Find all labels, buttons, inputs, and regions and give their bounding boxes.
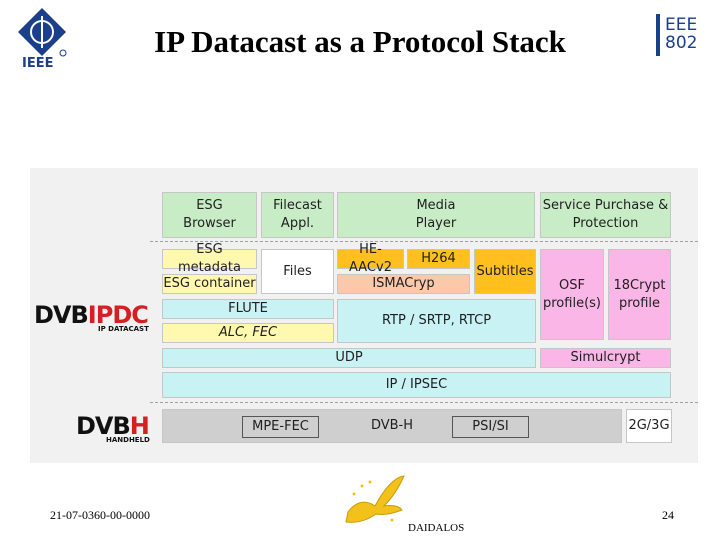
- protocol-stack-diagram: DVBIPDC IP DATACAST DVBH HANDHELD ESG Br…: [30, 168, 698, 463]
- rtp-box: RTP / SRTP, RTCP: [337, 299, 536, 343]
- udp-box: UDP: [162, 348, 536, 368]
- ieee802-logo-bottom: 802: [665, 33, 698, 53]
- ieee802-logo-top: EEE: [665, 15, 698, 35]
- media-player-box: Media Player: [337, 192, 535, 238]
- simulcrypt-box: Simulcrypt: [540, 348, 671, 368]
- filecast-box: Filecast Appl.: [261, 192, 334, 238]
- flute-box: FLUTE: [162, 299, 334, 319]
- page-number: 24: [662, 508, 674, 522]
- esg-metadata-box: ESG metadata: [162, 242, 257, 275]
- separator-line: [150, 402, 698, 403]
- daidalos-logo: [340, 472, 410, 532]
- separator-line: [150, 241, 698, 242]
- crypt18-profile-box: 18Crypt profile: [608, 249, 671, 340]
- ieee-logo-text: IEEE: [22, 56, 54, 71]
- ip-ipsec-box: IP / IPSEC: [162, 372, 671, 398]
- footer-daidalos: DAIDALOS: [408, 522, 465, 534]
- ismacryp-box: ISMACryp: [337, 274, 470, 294]
- ieee-logo: IEEE: [16, 6, 76, 74]
- footer-document-id: 21-07-0360-00-0000: [50, 508, 150, 522]
- subtitles-box: Subtitles: [474, 249, 536, 294]
- service-purchase-box: Service Purchase & Protection: [540, 192, 671, 238]
- h264-box: H264: [407, 249, 470, 269]
- ieee802-logo: EEE 802: [656, 14, 708, 56]
- files-box: Files: [261, 249, 334, 294]
- alc-fec-box: ALC, FEC: [162, 323, 334, 343]
- psi-si-box: PSI/SI: [452, 416, 529, 438]
- g2g3-box: 2G/3G: [626, 409, 672, 443]
- dvb-h-layer: DVB-H: [162, 409, 622, 443]
- esg-browser-box: ESG Browser: [162, 192, 257, 238]
- esg-container-box: ESG container: [162, 274, 257, 294]
- dvb-h-logo: DVBH HANDHELD: [76, 412, 150, 444]
- dvb-h-label: DVB-H: [370, 418, 414, 433]
- heaac-box: HE-AACv2: [337, 242, 404, 275]
- dvb-ipdc-logo: DVBIPDC IP DATACAST: [34, 301, 149, 333]
- osf-profile-box: OSF profile(s): [540, 249, 604, 340]
- mpe-fec-box: MPE-FEC: [242, 416, 319, 438]
- slide-title: IP Datacast as a Protocol Stack: [154, 24, 566, 59]
